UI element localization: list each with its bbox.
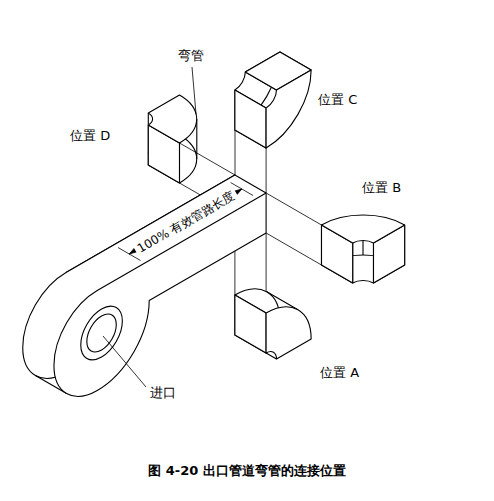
- elbow-a: [235, 269, 311, 365]
- elbow-d: [138, 95, 221, 183]
- position-label: 位置 A: [320, 365, 359, 381]
- figure-caption: 图 4-20 出口管道弯管的连接位置: [0, 462, 494, 480]
- position-label: 位置 D: [70, 128, 110, 144]
- fan-housing: [23, 175, 266, 415]
- elbow-b: [322, 201, 405, 289]
- part-label: 进口: [150, 385, 176, 401]
- position-label: 位置 B: [362, 180, 401, 196]
- position-label: 位置 C: [318, 92, 357, 108]
- elbow-c: [235, 52, 311, 148]
- leader-line: [192, 67, 196, 114]
- length-dimension: [118, 183, 253, 261]
- leader-line: [103, 336, 146, 387]
- part-label: 弯管: [178, 48, 204, 64]
- fan-and-ducts: [23, 52, 405, 415]
